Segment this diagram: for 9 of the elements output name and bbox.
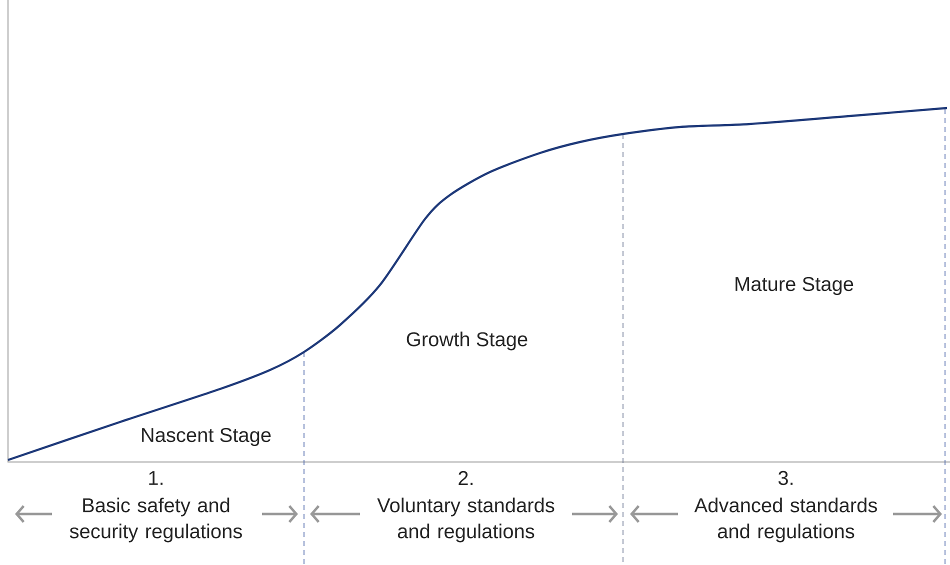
step-number: 2. [458,471,473,485]
stage-label: Nascent Stage [142,428,271,446]
stage-label: Growth Stage [406,332,528,350]
regulation-label: Voluntary standards and regulations [377,498,554,542]
regulation-label: Advanced standards and regulations [694,498,877,542]
stage-label: Mature Stage [736,276,854,296]
step-number: 1. [149,471,163,485]
step-number: 3. [778,470,793,486]
regulation-label: Basic safety and security regulations [70,498,242,542]
